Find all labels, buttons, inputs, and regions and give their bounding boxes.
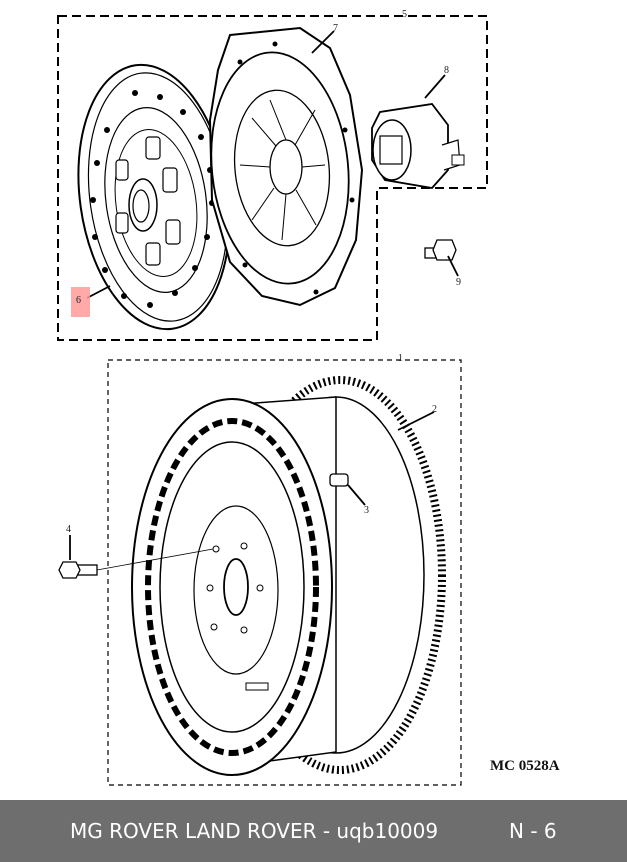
callout-9: 9 [456,277,461,288]
flywheel-assembly-boundary [107,359,462,786]
bolt[interactable] [424,239,457,261]
footer-title: MG ROVER LAND ROVER - uqb10009 [70,819,439,843]
leader-3 [347,484,366,506]
clutch-kit-boundary [57,15,488,341]
diagram-reference-code: MC 0528A [490,758,560,774]
callout-7: 7 [333,23,338,34]
dowel-pin[interactable] [329,473,349,487]
callout-8: 8 [444,65,449,76]
clutch-disc[interactable] [62,55,246,339]
callout-5: 5 [402,9,407,20]
leader-8 [424,74,446,99]
callout-4: 4 [66,524,71,535]
footer-bar: MG ROVER LAND ROVER - uqb10009 N - 6 [0,800,627,862]
callout-1: 1 [398,353,403,364]
callout-6: 6 [76,295,81,306]
callout-highlight [71,287,90,317]
footer-page-number: N - 6 [509,819,557,843]
flywheel-bolt[interactable] [58,548,214,579]
leader-2 [397,411,435,431]
pressure-plate[interactable] [200,26,364,307]
exploded-parts-diagram: 1 2 3 4 5 6 7 8 9 [57,9,488,786]
release-bearing[interactable] [371,103,465,189]
flywheel[interactable] [131,396,337,776]
callout-2: 2 [432,404,437,415]
callout-3: 3 [364,505,369,516]
leader-9 [447,255,459,277]
leader-6 [86,285,111,299]
leader-7 [311,30,335,54]
